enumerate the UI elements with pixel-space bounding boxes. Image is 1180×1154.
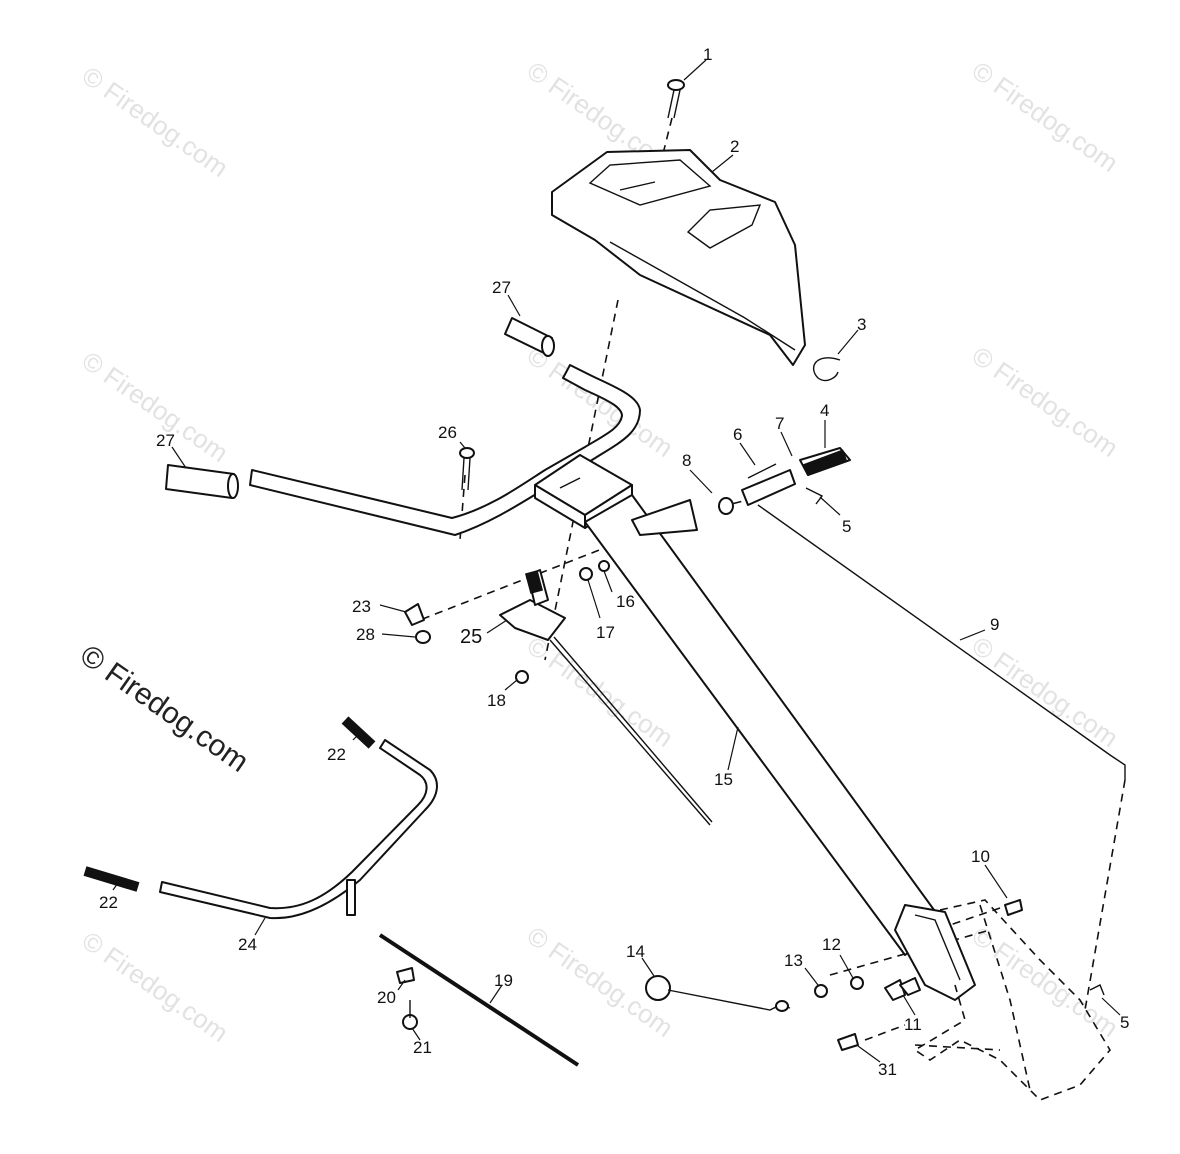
tiller-body-outline: [913, 899, 1111, 1101]
carriage-bolt-part-26: [459, 447, 475, 491]
callout-label: 16: [616, 592, 635, 611]
throttle-control-part-25: [499, 569, 713, 826]
callout-label: 8: [682, 451, 691, 470]
cable-part-19: [378, 933, 580, 1067]
leader-lines: [112, 59, 1121, 1063]
watermark: © Firedog.com: [77, 60, 234, 183]
callout-label: 1: [703, 45, 712, 64]
callout-label: 27: [156, 431, 175, 450]
callout-label: 26: [438, 423, 457, 442]
callout-label: 14: [626, 942, 645, 961]
watermark: © Firedog.com: [77, 925, 234, 1048]
callout-label: 11: [904, 1015, 922, 1034]
callout-label: 23: [352, 597, 371, 616]
callout-label: 15: [714, 770, 733, 789]
callout-label: 3: [857, 315, 866, 334]
handlebar: [165, 317, 641, 536]
callout-label: 17: [596, 623, 615, 642]
watermark: © Firedog.com: [967, 630, 1124, 753]
callout-label: 20: [377, 988, 396, 1007]
callout-label: 7: [775, 414, 784, 433]
callout-label: 9: [990, 615, 999, 634]
callout-label: 12: [822, 935, 841, 954]
callout-label: 19: [494, 971, 513, 990]
callout-label: 4: [820, 401, 829, 420]
callout-label: 31: [878, 1060, 897, 1079]
callout-label: 22: [327, 745, 346, 764]
callout-label: 25: [460, 626, 482, 648]
watermark: © Firedog.com: [967, 340, 1124, 463]
shift-lever-assembly: [718, 447, 851, 515]
callout-label: 28: [356, 625, 375, 644]
callout-label: 21: [413, 1038, 432, 1057]
callout-label: 18: [487, 691, 506, 710]
callout-label: 24: [238, 935, 257, 954]
callout-label: 10: [971, 847, 990, 866]
screw-part-1: [667, 79, 685, 119]
watermark-large: © Firedog.com: [74, 639, 254, 779]
callout-label: 22: [99, 893, 118, 912]
callout-label: 27: [492, 278, 511, 297]
callout-label: 6: [733, 425, 742, 444]
callout-label: 5: [1120, 1013, 1129, 1032]
callout-label: 2: [730, 137, 739, 156]
lower-hardware: [814, 899, 1105, 1051]
callouts: 1 2 3 4 6 7 8 5 9 15 16 17 18 23 28 25 2…: [99, 45, 1129, 1079]
callout-label: 13: [784, 951, 803, 970]
handle-column-part-15: [584, 494, 976, 1001]
console-shroud-part-2: [551, 149, 806, 366]
shift-rod-part-9: [757, 504, 1126, 780]
bail-part-24: [83, 716, 438, 920]
watermark: © Firedog.com: [967, 55, 1124, 178]
clip-part-3: [813, 357, 841, 382]
lever-part-14: [645, 975, 791, 1012]
callout-label: 5: [842, 517, 851, 536]
